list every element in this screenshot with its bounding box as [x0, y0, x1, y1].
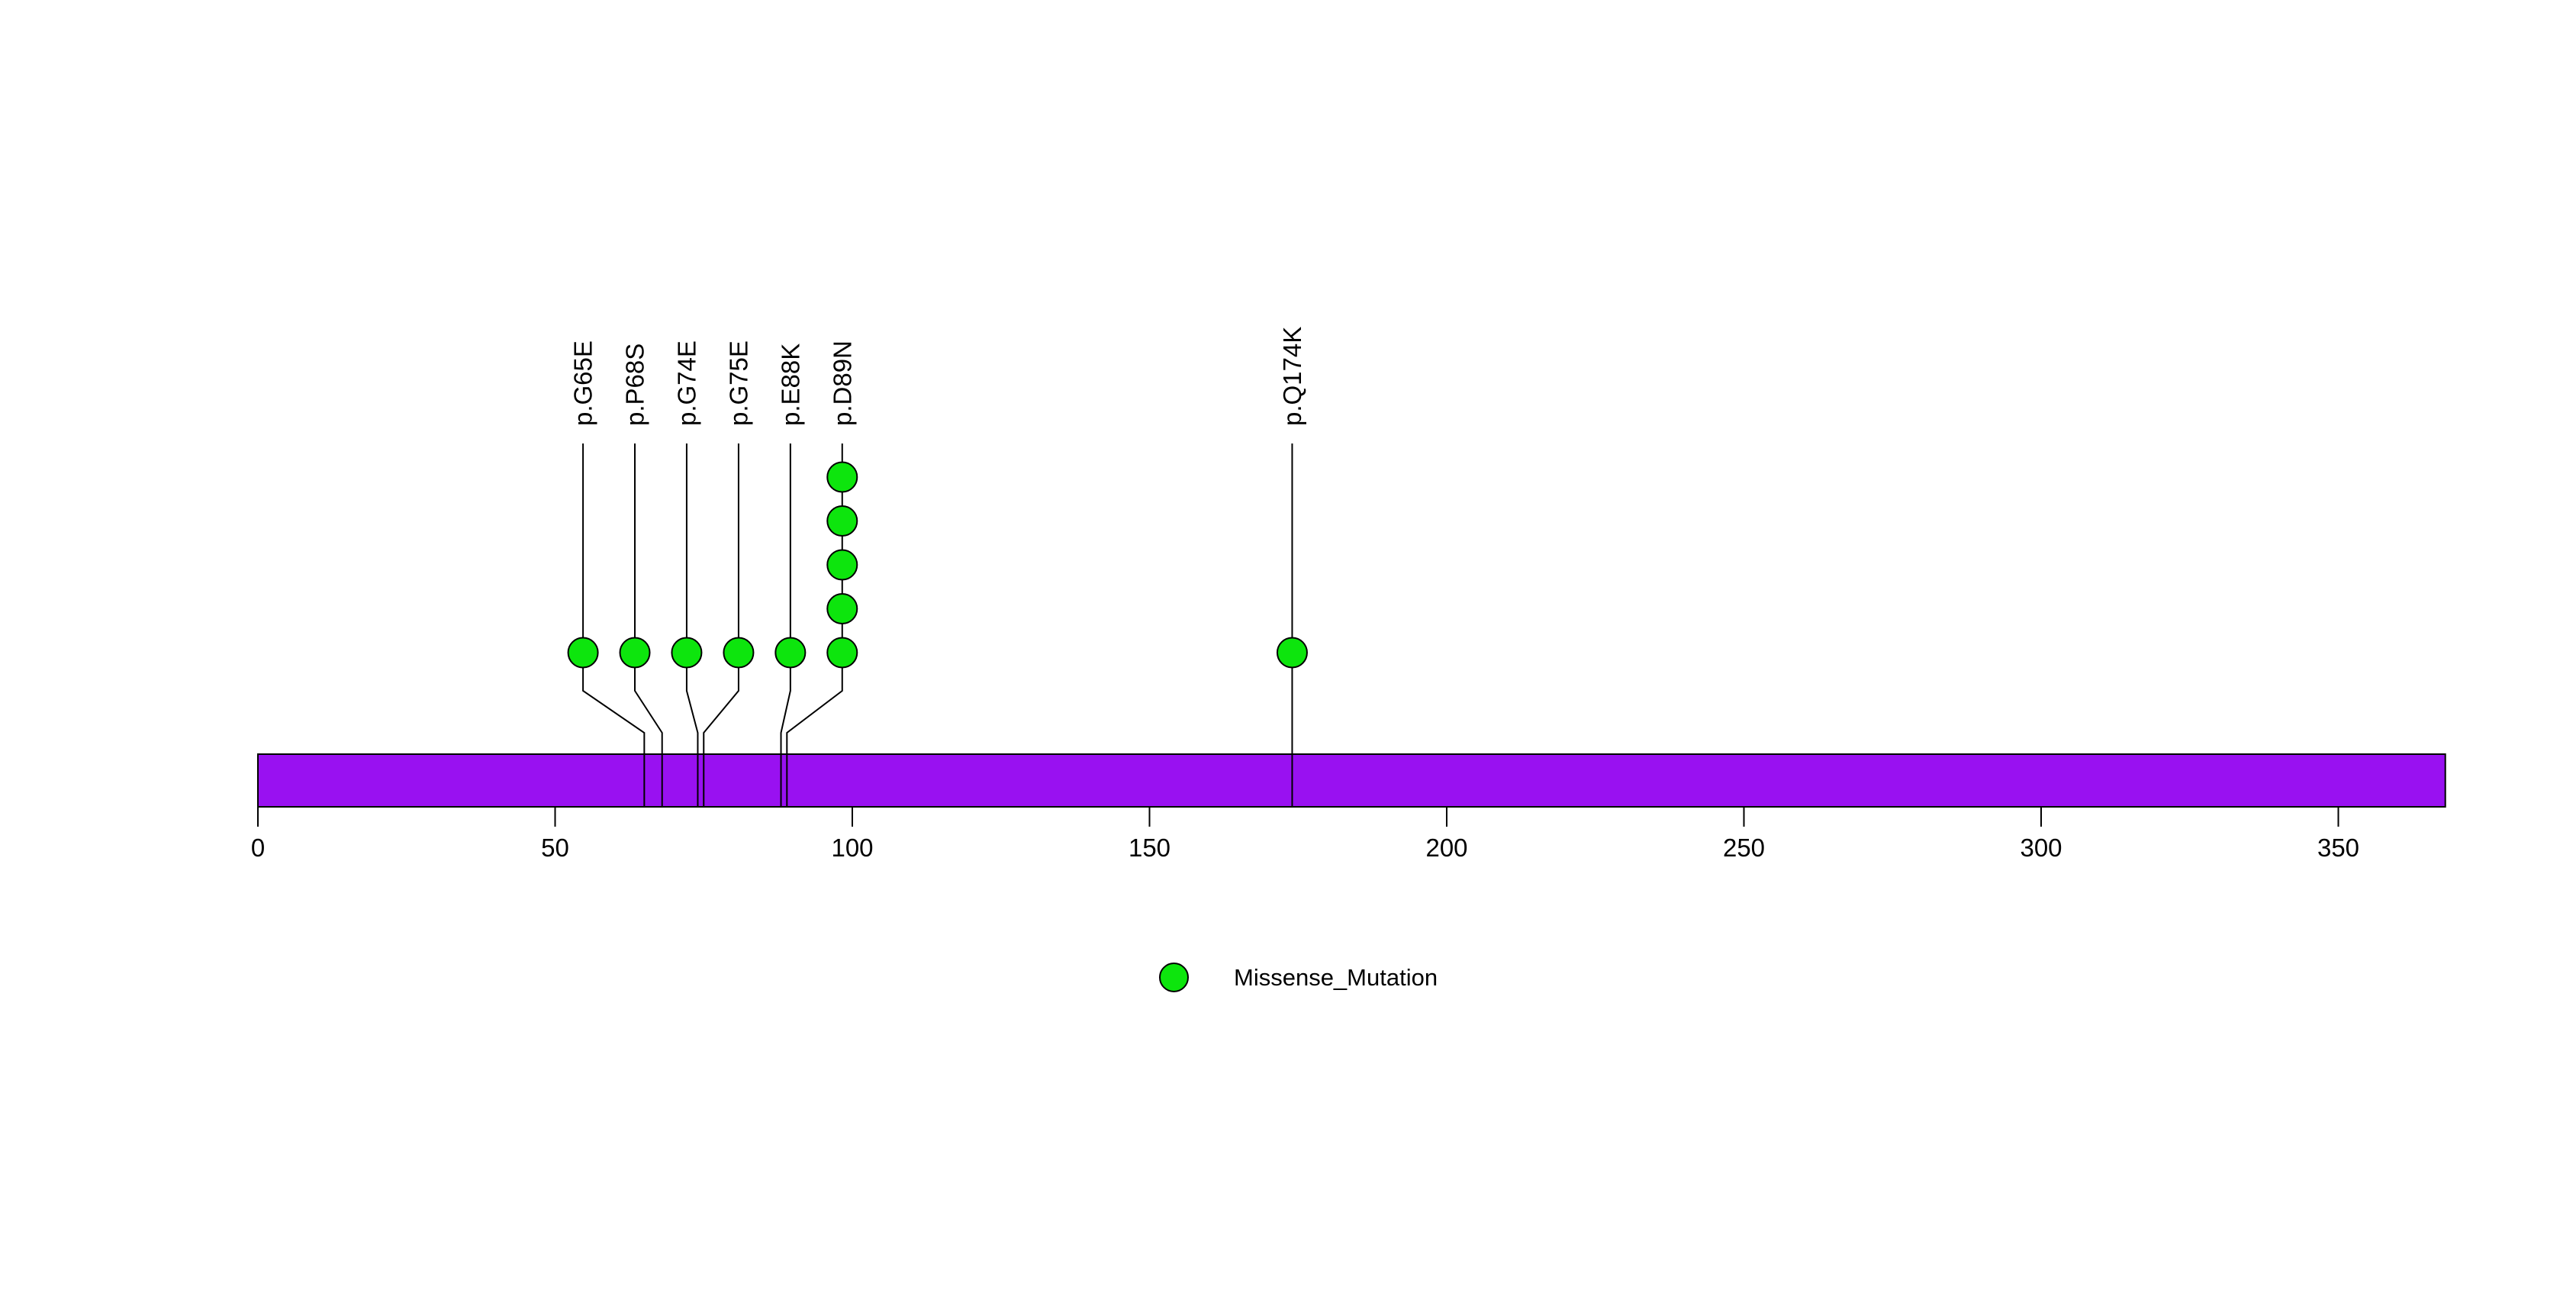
mutation-marker [826, 505, 858, 537]
mutation-connector [703, 443, 739, 806]
mutation-connector [582, 443, 646, 806]
mutation-label: p.Q174K [1278, 327, 1306, 426]
axis-tick-label: 50 [541, 834, 569, 862]
mutation-label: p.G65E [569, 340, 597, 426]
mutation-marker [619, 637, 651, 669]
missense-mutation-legend-label: Missense_Mutation [1234, 963, 1438, 991]
mutation-marker [671, 637, 703, 669]
axis-tick-label: 350 [2317, 834, 2359, 862]
axis-tick-label: 0 [251, 834, 265, 862]
mutation-marker [826, 549, 858, 581]
mutation-connector [685, 443, 699, 806]
axis-tick-label: 150 [1129, 834, 1170, 862]
axis-tick-label: 300 [2020, 834, 2062, 862]
mutation-connector [780, 443, 791, 806]
mutation-marker [567, 637, 599, 669]
mutation-label: p.D89N [828, 340, 856, 426]
mutation-label: p.E88K [776, 343, 804, 426]
axis-tick-label: 100 [831, 834, 873, 862]
protein-bar [257, 753, 2446, 808]
mutation-label: p.P68S [621, 343, 649, 426]
mutation-connector [786, 443, 843, 806]
mutation-marker [826, 637, 858, 669]
legend: Missense_Mutation [1159, 963, 1438, 992]
mutation-marker [826, 461, 858, 493]
mutation-label: p.G74E [672, 340, 700, 426]
mutation-marker [774, 637, 807, 669]
mutation-marker [723, 637, 755, 669]
missense-mutation-legend-swatch [1159, 963, 1189, 992]
mutation-marker [826, 593, 858, 624]
mutation-connector [634, 443, 663, 806]
axis-tick-label: 200 [1425, 834, 1467, 862]
mutation-marker [1276, 637, 1308, 669]
mutation-label: p.G75E [724, 340, 752, 426]
axis-tick-label: 250 [1723, 834, 1765, 862]
